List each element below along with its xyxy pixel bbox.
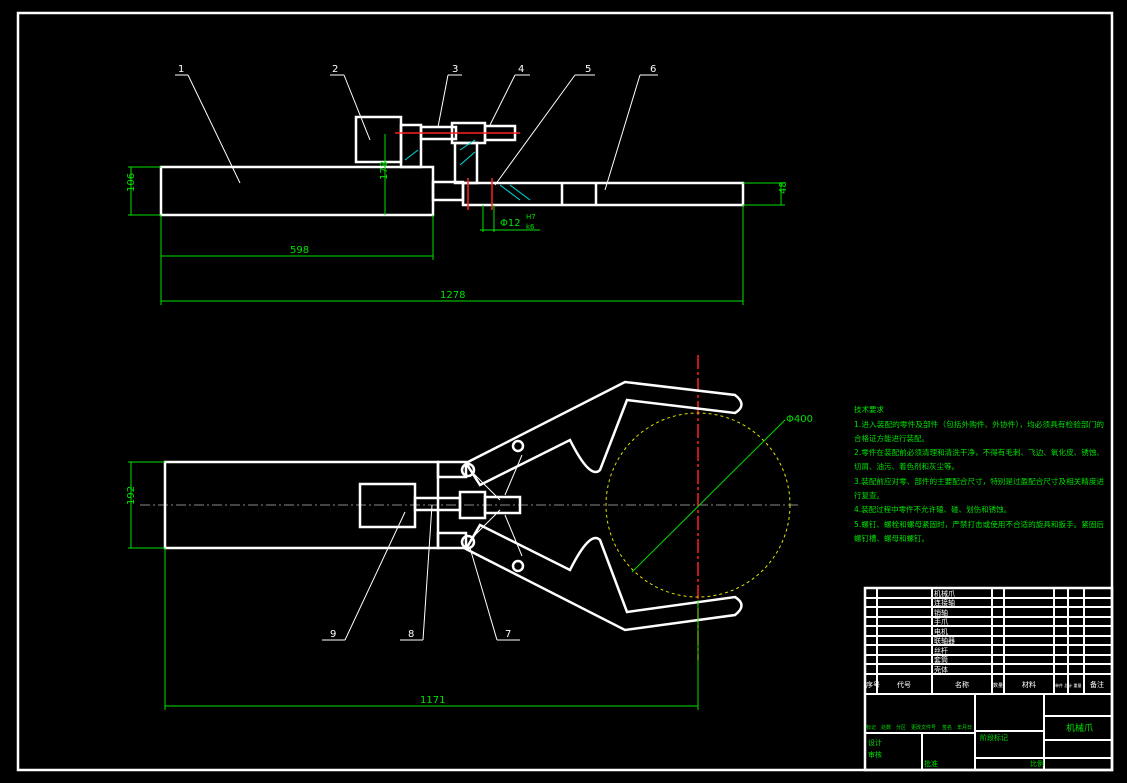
part-label-3: 3 bbox=[452, 64, 458, 75]
bom-name: 联轴器 bbox=[934, 636, 955, 645]
header-code: 代号 bbox=[897, 680, 911, 689]
drawing-frame bbox=[16, 11, 1114, 772]
dim-1278: 1278 bbox=[440, 290, 465, 301]
part-label-4: 4 bbox=[518, 64, 524, 75]
dim-106: 106 bbox=[126, 173, 137, 192]
header-material: 材料 bbox=[1022, 680, 1036, 689]
note-line: 3.装配前应对零、部件的主要配合尺寸，特别是过盈配合尺寸及相关精度进 bbox=[854, 476, 1105, 486]
fit-upper: H7 bbox=[526, 213, 536, 221]
row-label: 年月日 bbox=[957, 724, 972, 731]
note-line: 1.进入装配的零件及部件（包括外购件、外协件），均必须具有检验部门的 bbox=[854, 419, 1104, 429]
part-label-6: 6 bbox=[650, 64, 656, 75]
approve-label: 批准 bbox=[924, 759, 938, 768]
bom-name: 丝杆 bbox=[934, 646, 948, 655]
dim-48: 48 bbox=[778, 181, 789, 194]
motor-part-2 bbox=[354, 115, 403, 164]
stage-label: 阶段标记 bbox=[980, 733, 1008, 742]
dim-192: 192 bbox=[126, 486, 137, 505]
row-label: 分区 bbox=[896, 724, 906, 731]
jaw-upper bbox=[464, 380, 743, 487]
row-label: 更改文件号 bbox=[911, 724, 936, 731]
dim-circle: Φ400 bbox=[786, 414, 813, 425]
body-part-1 bbox=[159, 165, 435, 217]
drawing-title: 机械爪 bbox=[1066, 722, 1093, 734]
workpiece-circle bbox=[605, 412, 791, 598]
note-line: 切屑、油污、着色剂和灰尘等。 bbox=[854, 461, 959, 471]
note-line: 5.螺钉、螺栓和螺母紧固时，严禁打击或使用不合适的旋具和扳手。紧固后 bbox=[854, 519, 1105, 529]
notes-title: 技术要求 bbox=[854, 404, 884, 414]
part-label-1: 1 bbox=[178, 64, 184, 75]
dim-1171: 1171 bbox=[420, 695, 445, 706]
bom-name: 连接轴 bbox=[934, 598, 955, 607]
row-label: 处数 bbox=[881, 724, 891, 731]
scale-label: 比例 bbox=[1030, 759, 1044, 768]
fit-lower: k6 bbox=[526, 223, 535, 231]
bom-name: 套筒 bbox=[934, 655, 948, 664]
header-name: 名称 bbox=[955, 680, 969, 689]
arm-part-6 bbox=[461, 181, 745, 207]
note-line: 螺钉槽、螺母和螺钉。 bbox=[854, 533, 929, 543]
technical-notes: 技术要求 1.进入装配的零件及部件（包括外购件、外协件），均必须具有检验部门的 … bbox=[854, 404, 1105, 543]
bom-name: 电机 bbox=[934, 627, 948, 636]
bom-name: 手爪 bbox=[934, 617, 948, 626]
dim-fit: Φ12 bbox=[500, 218, 521, 229]
top-view: 106 178 48 598 1278 Φ12 H7 k6 1 2 3 4 5 … bbox=[126, 64, 789, 305]
check-label: 审核 bbox=[868, 750, 882, 759]
title-block: 机械爪 连接轴 销轴 手爪 电机 联轴器 丝杆 套筒 壳体 序号 代号 名称 数… bbox=[863, 586, 1114, 772]
bom-name: 销轴 bbox=[934, 608, 948, 617]
bom-name: 机械爪 bbox=[934, 589, 955, 598]
row-label: 标记 bbox=[866, 724, 876, 731]
header-seq: 序号 bbox=[866, 680, 880, 689]
jaw-lower bbox=[464, 523, 743, 632]
note-line: 2.零件在装配前必须清理和清洗干净，不得有毛刺、飞边、氧化皮、锈蚀、 bbox=[854, 447, 1104, 457]
design-label: 设计 bbox=[868, 738, 882, 747]
header-remark: 备注 bbox=[1090, 680, 1104, 689]
note-line: 行复查。 bbox=[854, 490, 884, 500]
bom-name: 壳体 bbox=[934, 665, 948, 674]
part-label-2: 2 bbox=[332, 64, 338, 75]
header-weight: 单件 总计 重量 bbox=[1055, 682, 1082, 688]
note-line: 4.装配过程中零件不允许磕、碰、划伤和锈蚀。 bbox=[854, 504, 1011, 514]
dim-598: 598 bbox=[290, 245, 309, 256]
part-label-7: 7 bbox=[505, 629, 511, 640]
part-label-5: 5 bbox=[585, 64, 591, 75]
front-view: Φ400 192 1171 9 8 7 bbox=[126, 355, 813, 710]
header-qty: 数量 bbox=[993, 682, 1003, 689]
note-line: 合格证方能进行装配。 bbox=[854, 433, 929, 443]
dim-178: 178 bbox=[379, 161, 390, 180]
part-label-9: 9 bbox=[330, 629, 336, 640]
part-label-8: 8 bbox=[408, 629, 414, 640]
row-label: 签名 bbox=[942, 724, 952, 731]
